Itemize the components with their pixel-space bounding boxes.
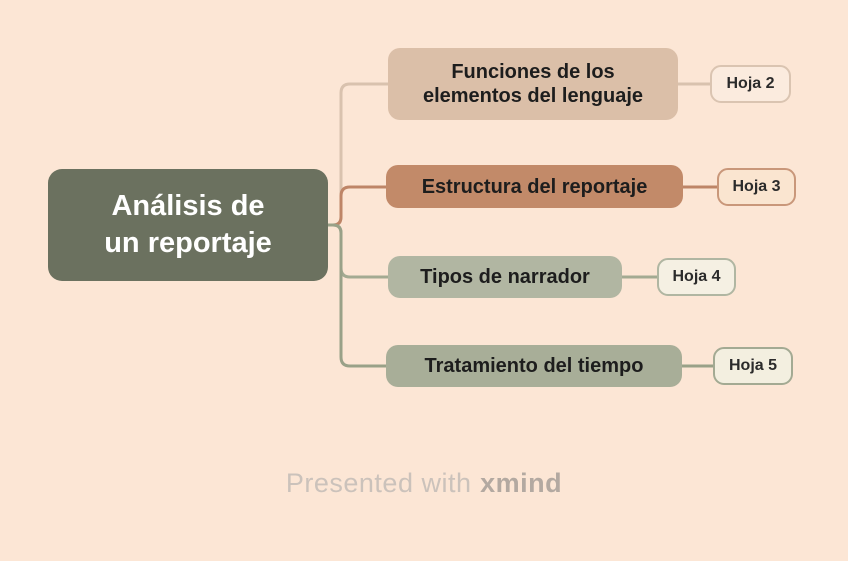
branch-topic-tipos[interactable]: Tipos de narrador	[388, 256, 622, 298]
root-topic-label: Análisis de un reportaje	[104, 189, 272, 259]
branch-topic-funciones-label: Funciones de los elementos del lenguaje	[422, 61, 644, 107]
watermark-prefix: Presented with	[285, 468, 472, 498]
watermark-brand: xmind	[480, 468, 563, 498]
branch-topic-tipos-label: Tipos de narrador	[420, 266, 590, 288]
leaf-topic-hoja-4[interactable]: Hoja 4	[657, 258, 736, 296]
leaf-topic-hoja-5[interactable]: Hoja 5	[713, 347, 793, 385]
leaf-topic-hoja-3-label: Hoja 3	[732, 178, 781, 195]
leaf-topic-hoja-5-label: Hoja 5	[728, 357, 777, 374]
leaf-topic-hoja-2[interactable]: Hoja 2	[710, 65, 791, 103]
branch-topic-estructura[interactable]: Estructura del reportaje	[386, 165, 683, 208]
root-topic[interactable]: Análisis de un reportaje	[48, 169, 328, 281]
leaf-topic-hoja-3[interactable]: Hoja 3	[717, 168, 796, 206]
branch-topic-estructura-label: Estructura del reportaje	[421, 175, 648, 198]
connector-branch-tratamiento	[328, 223, 713, 368]
leaf-topic-hoja-2-label: Hoja 2	[726, 75, 775, 92]
leaf-topic-hoja-4-label: Hoja 4	[672, 268, 721, 285]
branch-topic-tratamiento[interactable]: Tratamiento del tiempo	[386, 345, 682, 387]
watermark: Presented with xmind	[0, 466, 848, 500]
branch-topic-tratamiento-label: Tratamiento del tiempo	[424, 355, 644, 377]
branch-topic-funciones[interactable]: Funciones de los elementos del lenguaje	[388, 48, 678, 120]
